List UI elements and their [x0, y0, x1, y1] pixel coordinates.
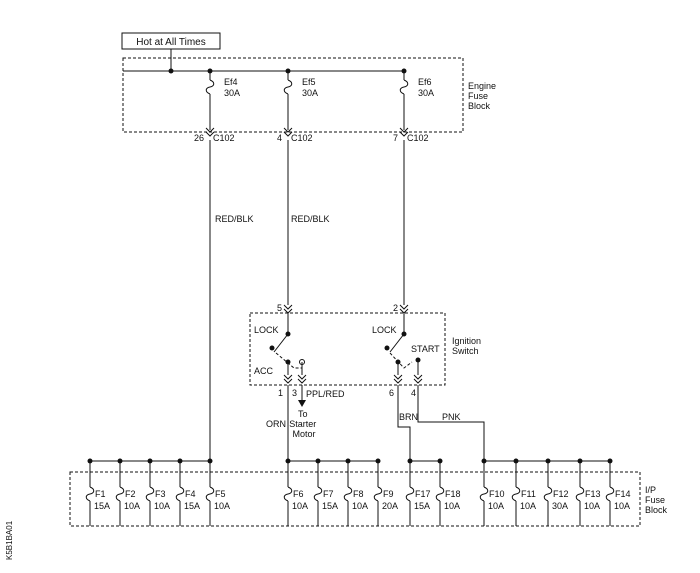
ign-pin-2: 2: [393, 303, 398, 313]
ip-fuse-block-outline: [69, 471, 641, 527]
ip-fuse-name: F5: [215, 489, 226, 499]
ign-acc: ACC: [254, 366, 274, 376]
wire-label-orn: ORN: [266, 419, 286, 429]
engine-fuse-name: Ef6: [418, 77, 432, 87]
engine-fuse-name: Ef4: [224, 77, 238, 87]
ip-fuse-name: F8: [353, 489, 364, 499]
wire-label-brn: BRN: [399, 412, 418, 422]
ip-fuse-name: F4: [185, 489, 196, 499]
ip-fuse-name: F18: [445, 489, 461, 499]
starter-motor-label: To Starter Motor: [289, 409, 319, 439]
ip-fuses: F115AF210AF310AF415AF510AF610AF715AF810A…: [85, 458, 631, 526]
ignition-switch-label: Ignition Switch: [452, 336, 484, 356]
ip-fuse-block-label: I/P Fuse Block: [645, 485, 668, 515]
ip-fuse-name: F2: [125, 489, 136, 499]
engine-fuse-block-label: Engine Fuse Block: [468, 81, 499, 111]
ip-fuse-rating: 10A: [584, 501, 600, 511]
ip-fuse-name: F1: [95, 489, 106, 499]
engine-fuse-connector: C102: [213, 133, 235, 143]
ip-fuse-rating: 10A: [352, 501, 368, 511]
ip-fuse-name: F11: [521, 489, 536, 499]
ip-fuse-rating: 10A: [614, 501, 630, 511]
ign-pin-4: 4: [411, 388, 416, 398]
ign-start: START: [411, 344, 440, 354]
ip-fuse-rating: 10A: [214, 501, 230, 511]
ip-fuse-rating: 10A: [154, 501, 170, 511]
ip-fuse-rating: 15A: [414, 501, 430, 511]
engine-fuse-rating: 30A: [302, 88, 318, 98]
ign-lock-left: LOCK: [254, 325, 279, 335]
ip-fuse-rating: 10A: [488, 501, 504, 511]
ip-fuse-name: F6: [293, 489, 304, 499]
engine-fuse-rating: 30A: [418, 88, 434, 98]
ip-fuse-rating: 15A: [94, 501, 110, 511]
engine-fuse-connector: C102: [407, 133, 429, 143]
ip-fuse-rating: 10A: [292, 501, 308, 511]
ignition-switch-outline: [249, 312, 446, 386]
ign-lock-right: LOCK: [372, 325, 397, 335]
ign-pin-5: 5: [277, 303, 282, 313]
wire-label-ppl-red: PPL/RED: [306, 389, 345, 399]
ip-fuse-rating: 10A: [124, 501, 140, 511]
ign-pin-3: 3: [292, 388, 297, 398]
wire-label-ef4: RED/BLK: [215, 214, 254, 224]
ip-fuse-name: F17: [415, 489, 431, 499]
ip-fuse-rating: 10A: [520, 501, 536, 511]
engine-fuse-pin: 26: [194, 133, 204, 143]
ip-fuse-name: F12: [553, 489, 569, 499]
engine-fuse-pin: 7: [393, 133, 398, 143]
ip-fuse-name: F3: [155, 489, 166, 499]
ign-pin-1: 1: [278, 388, 283, 398]
ip-fuse-name: F9: [383, 489, 394, 499]
ip-fuse-rating: 15A: [184, 501, 200, 511]
ip-fuse-rating: 10A: [444, 501, 460, 511]
wire-label-pnk: PNK: [442, 412, 461, 422]
ip-fuse-name: F7: [323, 489, 334, 499]
figure-code: K5B1BA01: [5, 520, 14, 560]
source-label: Hot at All Times: [136, 37, 205, 48]
engine-fuse-connector: C102: [291, 133, 313, 143]
ip-fuse-name: F13: [585, 489, 601, 499]
ip-fuse-rating: 30A: [552, 501, 568, 511]
engine-fuse-block-outline: [122, 57, 464, 133]
ip-fuse-rating: 20A: [382, 501, 398, 511]
wire-label-ef5: RED/BLK: [291, 214, 330, 224]
ign-pin-6: 6: [389, 388, 394, 398]
engine-fuse-pin: 4: [277, 133, 282, 143]
ip-fuse-rating: 15A: [322, 501, 338, 511]
engine-fuse-rating: 30A: [224, 88, 240, 98]
ip-fuse-name: F10: [489, 489, 505, 499]
engine-fuse-name: Ef5: [302, 77, 316, 87]
ip-fuse-name: F14: [615, 489, 631, 499]
